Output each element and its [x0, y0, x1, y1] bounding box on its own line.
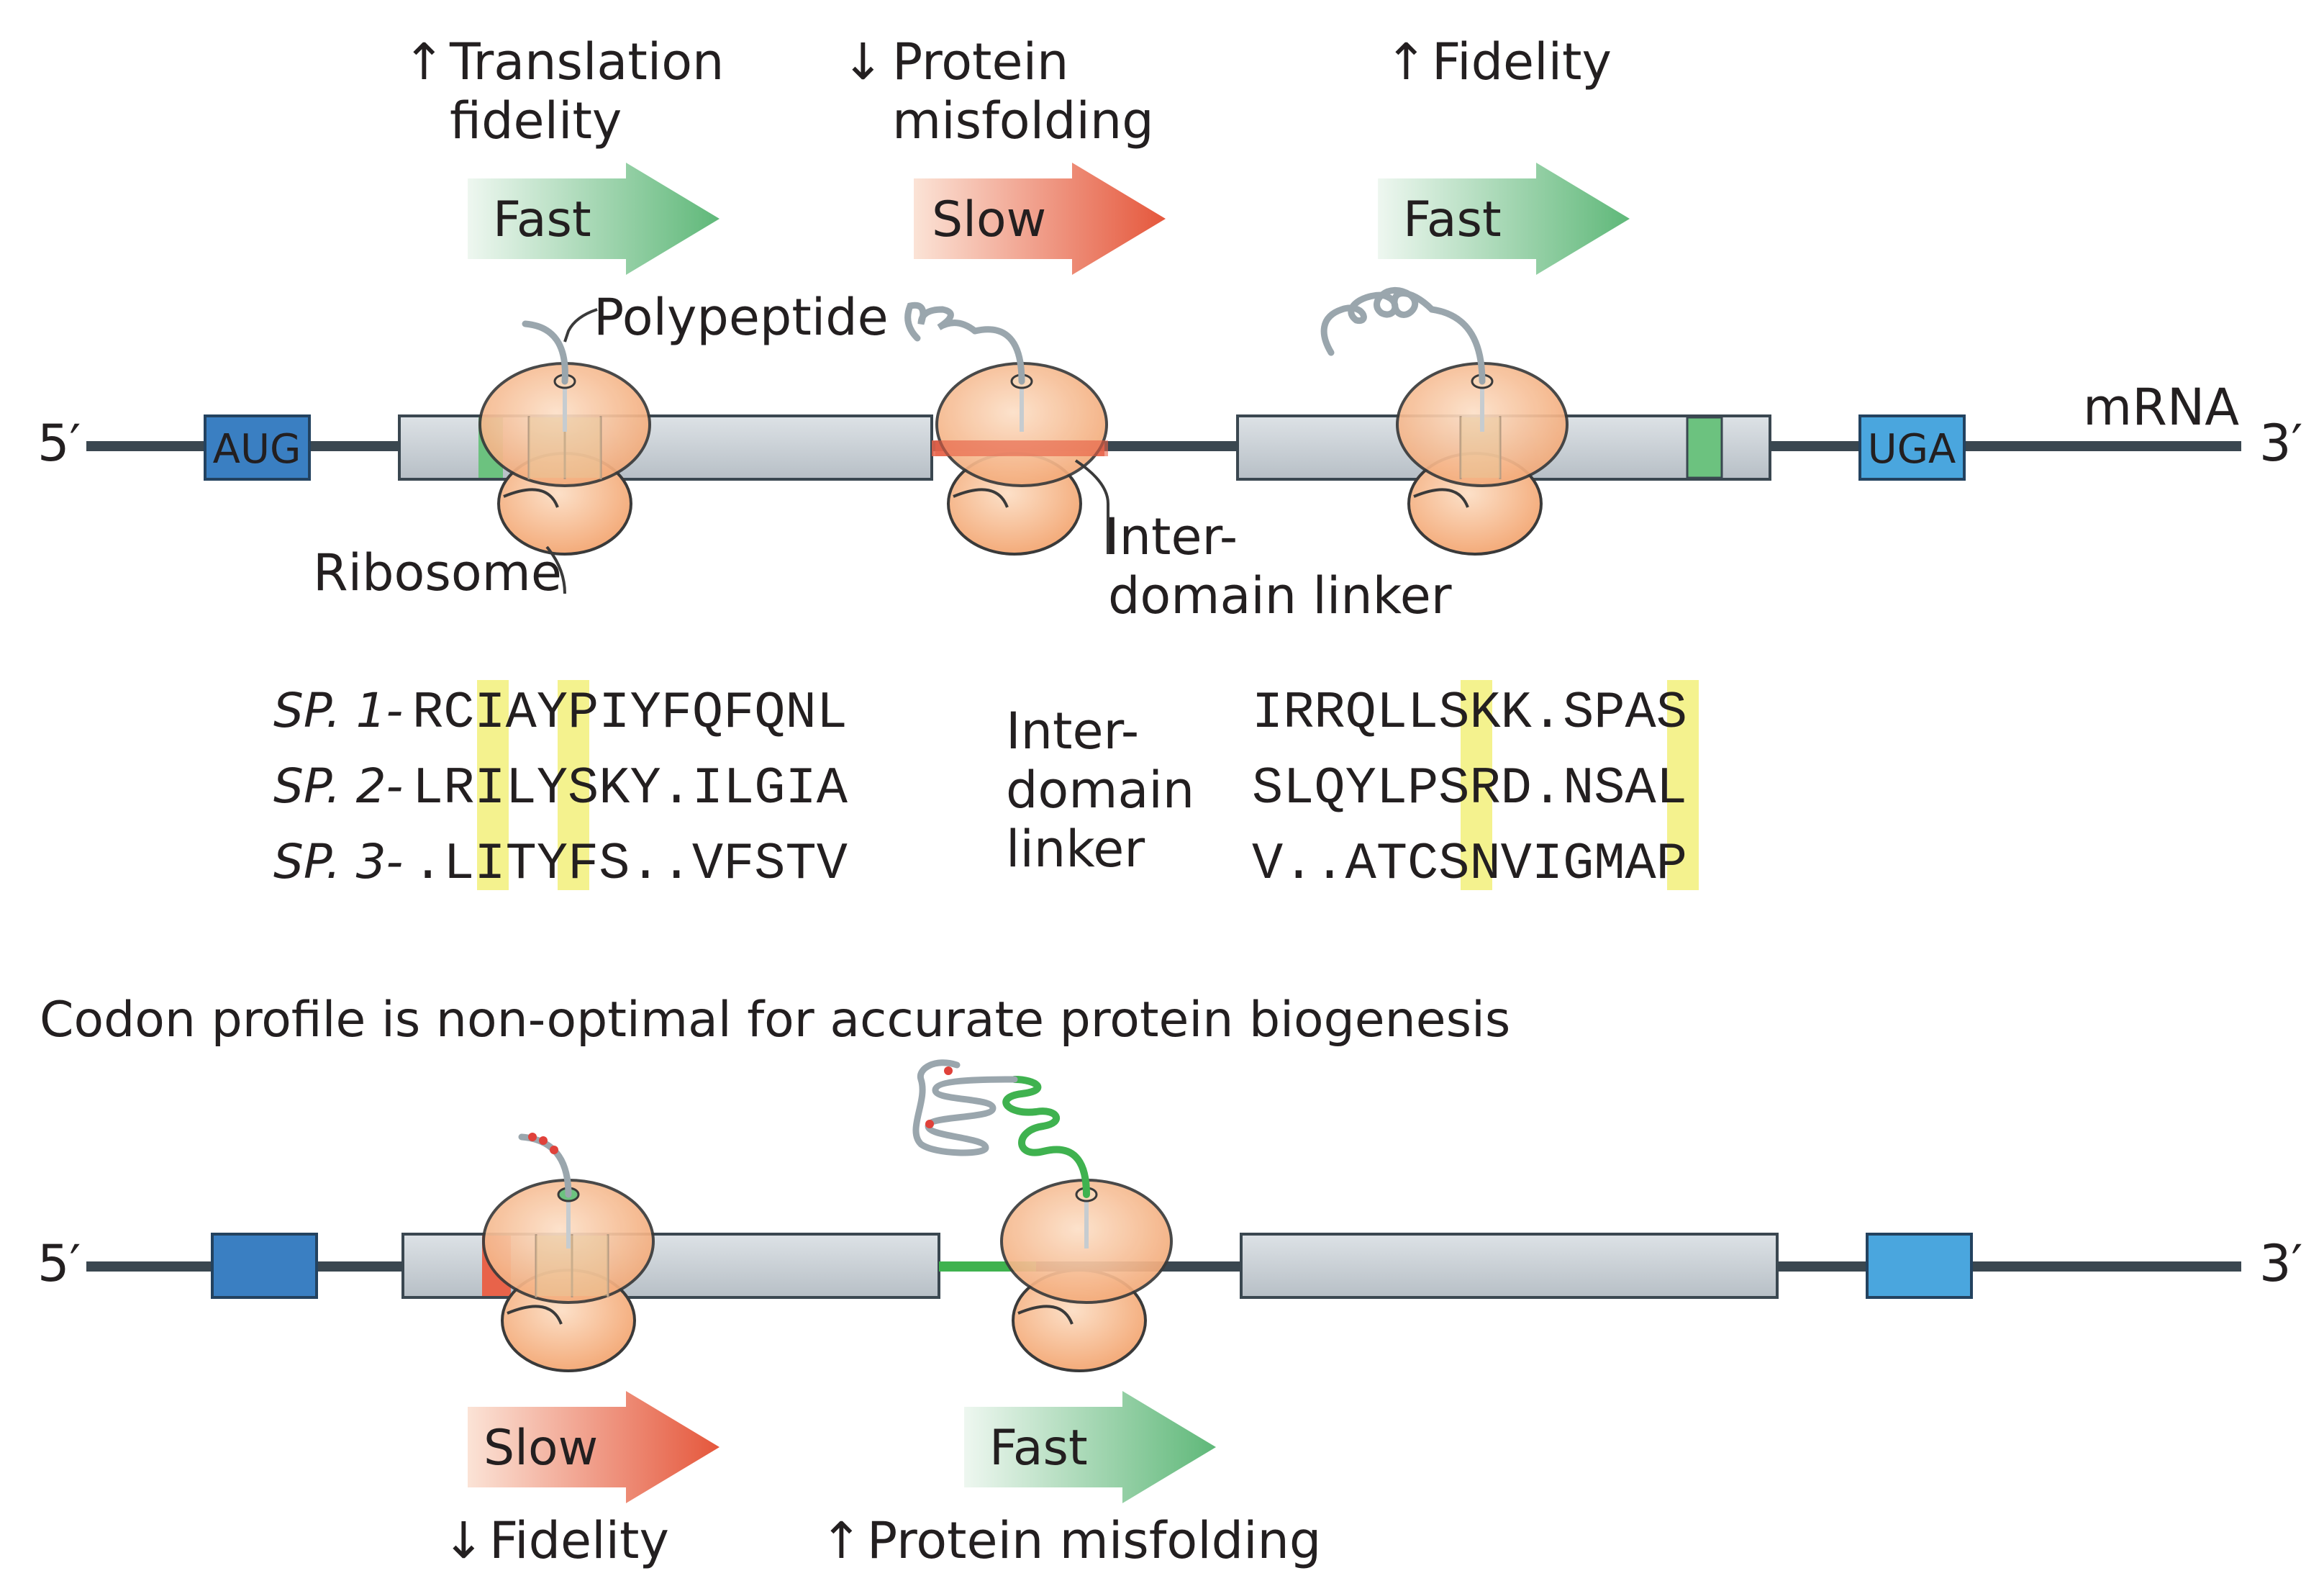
fast-arrow: Fast: [468, 163, 720, 275]
middle-linker-label-line2: domain: [1006, 761, 1194, 820]
top-panel: ↑ Translation fidelity ↓ Protein misfold…: [37, 32, 2302, 625]
ribosome-leader-line: [545, 545, 566, 594]
conserved-column-highlight: [1667, 680, 1699, 890]
fidelity-label: Fidelity: [489, 1511, 669, 1570]
linker-leader-line: [1074, 459, 1109, 554]
linker-label-line1: Inter-: [1104, 507, 1238, 566]
misincorporated-residue: [925, 1120, 934, 1128]
mrna-label: mRNA: [2083, 378, 2239, 437]
linker-label-line2: domain linker: [1108, 566, 1452, 625]
misincorporated-residue: [539, 1136, 548, 1145]
bottom-heading: Codon profile is non-optimal for accurat…: [40, 992, 1510, 1048]
start-codon: [211, 1233, 318, 1299]
sequence-row: SP. 2- LRILYSKY.ILGIA SLQYLPSRD.NSAL: [273, 758, 1687, 818]
misfolded-domain: [912, 1059, 1018, 1156]
ribosome: [482, 1179, 655, 1372]
conserved-column-highlight: [1461, 680, 1492, 890]
ribosome: [1000, 1179, 1173, 1372]
polypeptide-chain: [1428, 306, 1486, 385]
conserved-column-highlight: [477, 680, 509, 890]
fast-arrow: Fast: [964, 1391, 1216, 1503]
domain-block: [1240, 1233, 1779, 1299]
stop-codon: UGA: [1858, 414, 1966, 481]
speed-label: Fast: [1403, 191, 1502, 248]
middle-linker-label-line1: Inter-: [1006, 702, 1139, 761]
polypeptide-chain: [522, 320, 568, 385]
start-codon: AUG: [204, 414, 311, 481]
protein-misfolding-label: Protein misfolding: [867, 1511, 1321, 1570]
five-prime-label: 5′: [37, 414, 81, 473]
ribosome: [1396, 362, 1569, 556]
three-prime-label: 3′: [2259, 1234, 2302, 1293]
domain1-sequence: RCIAYPIYFQFQNL: [412, 684, 848, 743]
fidelity-label: Fidelity: [1432, 32, 1612, 91]
species-label: SP. 1-: [273, 683, 403, 738]
misfolded-linker-chain: [1002, 1076, 1090, 1198]
ribosome-label: Ribosome: [313, 543, 562, 602]
misincorporated-residue: [550, 1146, 558, 1154]
polypeptide-label: Polypeptide: [594, 288, 889, 347]
slow-arrow: Slow: [914, 163, 1166, 275]
up-arrow-symbol: ↑: [820, 1511, 863, 1570]
domain1-sequence: LRILYSKY.ILGIA: [412, 759, 848, 818]
stop-codon: [1866, 1233, 1973, 1299]
conserved-column-highlight: [558, 680, 589, 890]
misincorporated-residue: [528, 1133, 537, 1141]
five-prime-label: 5′: [37, 1234, 81, 1293]
speed-label: Slow: [932, 191, 1046, 248]
down-arrow-symbol: ↓: [842, 32, 884, 91]
folded-domain: [1320, 286, 1435, 356]
up-arrow-symbol: ↑: [1385, 32, 1427, 91]
domain2-sequence: V..ATCSNVIGMAP: [1252, 835, 1687, 894]
protein-label-line2: misfolding: [892, 91, 1154, 150]
speed-label: Fast: [989, 1420, 1088, 1477]
sequence-row: SP. 3- .LITYFS..VFSTV V..ATCSNVIGMAP: [273, 834, 1687, 894]
species-label: SP. 2-: [273, 758, 403, 814]
misincorporated-residue: [944, 1066, 953, 1075]
ribosome: [478, 362, 651, 556]
protein-label-line1: Protein: [892, 32, 1068, 91]
domain2-sequence: SLQYLPSRD.NSAL: [1252, 759, 1687, 818]
ribosome: [935, 362, 1108, 556]
three-prime-label: 3′: [2259, 414, 2302, 473]
sequence-alignment: SP. 1- RCIAYPIYFQFQNL IRRQLLSKK.SPAS SP.…: [273, 680, 1699, 894]
up-arrow-symbol: ↑: [403, 32, 445, 91]
domain1-sequence: .LITYFS..VFSTV: [412, 835, 848, 894]
fast-arrow: Fast: [1378, 163, 1630, 275]
translation-label-line1: Translation: [449, 32, 724, 91]
slow-arrow: Slow: [468, 1391, 720, 1503]
bottom-panel: Codon profile is non-optimal for accurat…: [37, 992, 2302, 1570]
domain2-sequence: IRRQLLSKK.SPAS: [1252, 684, 1687, 743]
svg-text:AUG: AUG: [213, 426, 301, 473]
polypeptide-leader-line: [563, 308, 598, 343]
speed-label: Fast: [493, 191, 591, 248]
speed-label: Slow: [484, 1420, 598, 1477]
translation-label-line2: fidelity: [450, 91, 622, 150]
svg-text:UGA: UGA: [1868, 426, 1956, 473]
sequence-row: SP. 1- RCIAYPIYFQFQNL IRRQLLSKK.SPAS: [273, 683, 1687, 743]
down-arrow-symbol: ↓: [442, 1511, 485, 1570]
folded-domain: [904, 302, 979, 342]
species-label: SP. 3-: [273, 834, 403, 889]
polypeptide-chain: [971, 326, 1025, 385]
optimal-codon-mark: [1686, 416, 1723, 479]
middle-linker-label-line3: linker: [1006, 820, 1145, 879]
